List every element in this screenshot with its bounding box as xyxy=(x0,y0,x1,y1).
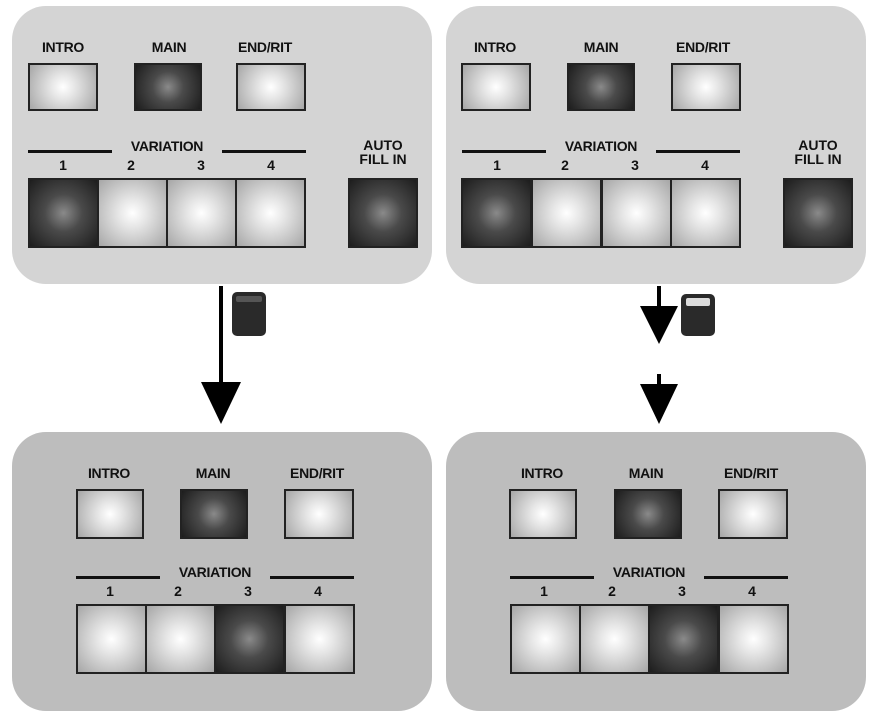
variation-1-button[interactable] xyxy=(461,178,532,248)
ending-button[interactable] xyxy=(671,63,741,111)
arrow-head-right-1 xyxy=(640,306,678,344)
main-button[interactable] xyxy=(134,63,202,111)
variation-number-2: 2 xyxy=(174,583,182,599)
variation-4-button[interactable] xyxy=(235,178,306,248)
variation-number-3: 3 xyxy=(631,157,639,173)
auto-fill-in-label-line2: FILL IN xyxy=(794,151,842,167)
main-label: MAIN xyxy=(583,39,619,55)
auto-fill-in-button[interactable] xyxy=(348,178,418,248)
variation-2-button[interactable] xyxy=(97,178,168,248)
main-label: MAIN xyxy=(151,39,187,55)
variation-number-2: 2 xyxy=(608,583,616,599)
arrow-head-left xyxy=(201,382,241,424)
ending-label: END/RIT xyxy=(676,39,730,55)
auto-fill-in-label-line1: AUTO xyxy=(798,137,838,153)
intro-label: INTRO xyxy=(473,39,517,55)
main-button[interactable] xyxy=(180,489,248,539)
variation-3-button[interactable] xyxy=(601,178,672,248)
variation-number-3: 3 xyxy=(244,583,252,599)
ending-label: END/RIT xyxy=(290,465,344,481)
variation-label: VARIATION xyxy=(546,139,656,153)
variation-number-3: 3 xyxy=(678,583,686,599)
ending-button[interactable] xyxy=(236,63,306,111)
variation-4-button[interactable] xyxy=(670,178,741,248)
arrow-head-right-2 xyxy=(640,384,678,424)
intro-button[interactable] xyxy=(461,63,531,111)
variation-2-button[interactable] xyxy=(531,178,602,248)
intro-button[interactable] xyxy=(76,489,144,539)
variation-number-4: 4 xyxy=(267,157,275,173)
variation-4-button[interactable] xyxy=(284,604,355,674)
main-label: MAIN xyxy=(195,465,231,481)
ending-label: END/RIT xyxy=(724,465,778,481)
variation-3-button[interactable] xyxy=(166,178,237,248)
variation-number-1: 1 xyxy=(493,157,501,173)
auto-fill-in-label-line1: AUTO xyxy=(363,137,403,153)
intro-label: INTRO xyxy=(41,39,85,55)
variation-number-4: 4 xyxy=(748,583,756,599)
intro-label: INTRO xyxy=(87,465,131,481)
footswitch-icon xyxy=(681,294,715,336)
variation-label: VARIATION xyxy=(594,565,704,579)
variation-number-1: 1 xyxy=(540,583,548,599)
variation-3-button[interactable] xyxy=(648,604,719,674)
variation-2-button[interactable] xyxy=(579,604,650,674)
ending-label: END/RIT xyxy=(238,39,292,55)
variation-label: VARIATION xyxy=(112,139,222,153)
auto-fill-in-label-line2: FILL IN xyxy=(359,151,407,167)
intro-button[interactable] xyxy=(509,489,577,539)
variation-4-button[interactable] xyxy=(718,604,789,674)
variation-1-button[interactable] xyxy=(28,178,99,248)
variation-number-1: 1 xyxy=(106,583,114,599)
intro-label: INTRO xyxy=(520,465,564,481)
main-label: MAIN xyxy=(628,465,664,481)
variation-number-2: 2 xyxy=(561,157,569,173)
variation-1-button[interactable] xyxy=(510,604,581,674)
main-button[interactable] xyxy=(567,63,635,111)
variation-number-2: 2 xyxy=(127,157,135,173)
main-button[interactable] xyxy=(614,489,682,539)
variation-number-4: 4 xyxy=(314,583,322,599)
intro-button[interactable] xyxy=(28,63,98,111)
variation-number-4: 4 xyxy=(701,157,709,173)
auto-fill-in-button[interactable] xyxy=(783,178,853,248)
variation-label: VARIATION xyxy=(160,565,270,579)
variation-number-3: 3 xyxy=(197,157,205,173)
variation-2-button[interactable] xyxy=(145,604,216,674)
footswitch-icon xyxy=(232,292,266,336)
variation-number-1: 1 xyxy=(59,157,67,173)
ending-button[interactable] xyxy=(718,489,788,539)
variation-3-button[interactable] xyxy=(214,604,285,674)
ending-button[interactable] xyxy=(284,489,354,539)
